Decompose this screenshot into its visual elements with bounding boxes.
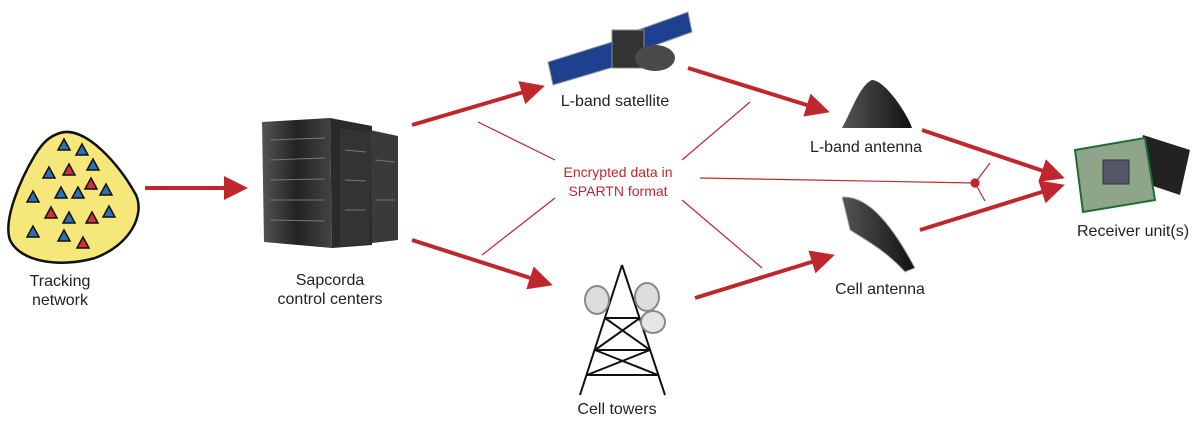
- station-triangle-icon: [25, 224, 41, 238]
- station-triangle-icon: [61, 162, 77, 176]
- arrow-towers-to-cell-antenna: [694, 250, 835, 300]
- tracking-network-label: Tracking network: [30, 272, 91, 310]
- station-triangle-icon: [25, 189, 41, 203]
- arrow-satellite-to-lband-antenna: [687, 66, 830, 117]
- arrow-control-to-satellite: [411, 81, 545, 127]
- receiver-chip-icon: [1073, 135, 1190, 214]
- station-triangle-icon: [101, 204, 117, 218]
- arrow-cell-antenna-to-receiver: [919, 180, 1065, 232]
- cell-tower-icon: [579, 264, 666, 396]
- station-triangle-icon: [56, 137, 72, 151]
- station-triangle-icon: [56, 228, 72, 242]
- station-triangle-icon: [83, 176, 99, 190]
- control-centers-label: Sapcorda control centers: [278, 271, 383, 309]
- label-line: network: [31, 292, 89, 309]
- station-triangle-icon: [53, 185, 69, 199]
- label-line: control centers: [277, 291, 383, 308]
- station-triangle-icon: [41, 165, 57, 179]
- station-triangle-icon: [61, 210, 77, 224]
- lband-antenna-label: L-band antenna: [809, 139, 923, 156]
- server-rack-icon: [262, 118, 398, 248]
- label-line: Tracking: [29, 273, 91, 290]
- annotation-leader-lines: [477, 101, 991, 269]
- station-triangle-icon: [98, 182, 114, 196]
- station-triangle-icon: [70, 185, 86, 199]
- cell-antenna-label: Cell antenna: [835, 281, 925, 298]
- annotation-line: Encrypted data in: [563, 164, 673, 180]
- receiver-label: Receiver unit(s): [1076, 223, 1190, 240]
- flow-arrows: [145, 66, 1065, 300]
- encrypted-data-annotation: Encrypted data in SPARTN format: [564, 163, 673, 201]
- station-triangle-icon: [85, 157, 101, 171]
- cell-towers-label: Cell towers: [577, 401, 657, 418]
- station-triangle-icon: [43, 205, 59, 219]
- arrow-lband-antenna-to-receiver: [921, 128, 1065, 182]
- station-triangle-icon: [75, 235, 91, 249]
- satellite-icon: [547, 11, 693, 86]
- station-triangle-icon: [74, 142, 90, 156]
- cell-antenna-icon: [841, 196, 916, 273]
- annotation-line: SPARTN format: [568, 183, 668, 199]
- station-triangle-icon: [84, 210, 100, 224]
- satellite-label: L-band satellite: [560, 93, 670, 110]
- lband-antenna-icon: [842, 80, 912, 128]
- label-line: Sapcorda: [295, 272, 365, 289]
- tracking-network-icon: [7, 130, 140, 264]
- arrow-control-to-towers: [411, 238, 553, 290]
